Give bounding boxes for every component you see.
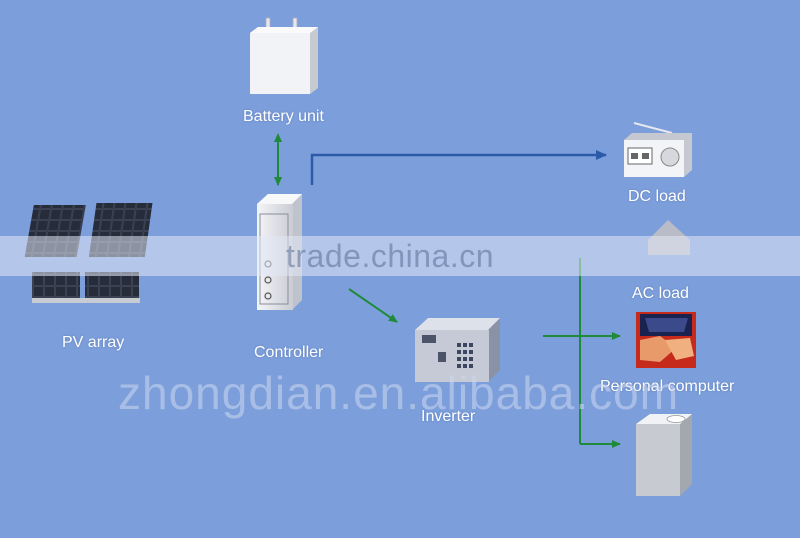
battery-icon [250, 17, 318, 94]
watermark-top: trade.china.cn [286, 238, 495, 274]
washing-machine-icon [636, 414, 692, 496]
dc-load-label: DC load [628, 188, 686, 205]
battery-unit-label: Battery unit [243, 108, 324, 125]
controller-label: Controller [254, 344, 324, 361]
inverter-loads-arrows [543, 258, 621, 448]
controller-inverter-arrow [348, 288, 398, 323]
personal-computer-label: Personal computer [600, 378, 735, 395]
computer-icon [636, 312, 696, 368]
controller-dc-load-arrow [310, 150, 607, 185]
pv-array-label: PV array [62, 334, 125, 351]
ac-load-label: AC load [632, 285, 689, 302]
watermark-bottom: zhongdian.en.alibaba.com [118, 367, 680, 419]
watermark-band [0, 236, 800, 276]
radio-icon [624, 122, 692, 177]
inverter-box-icon [415, 318, 500, 382]
inverter-label: Inverter [421, 408, 476, 425]
